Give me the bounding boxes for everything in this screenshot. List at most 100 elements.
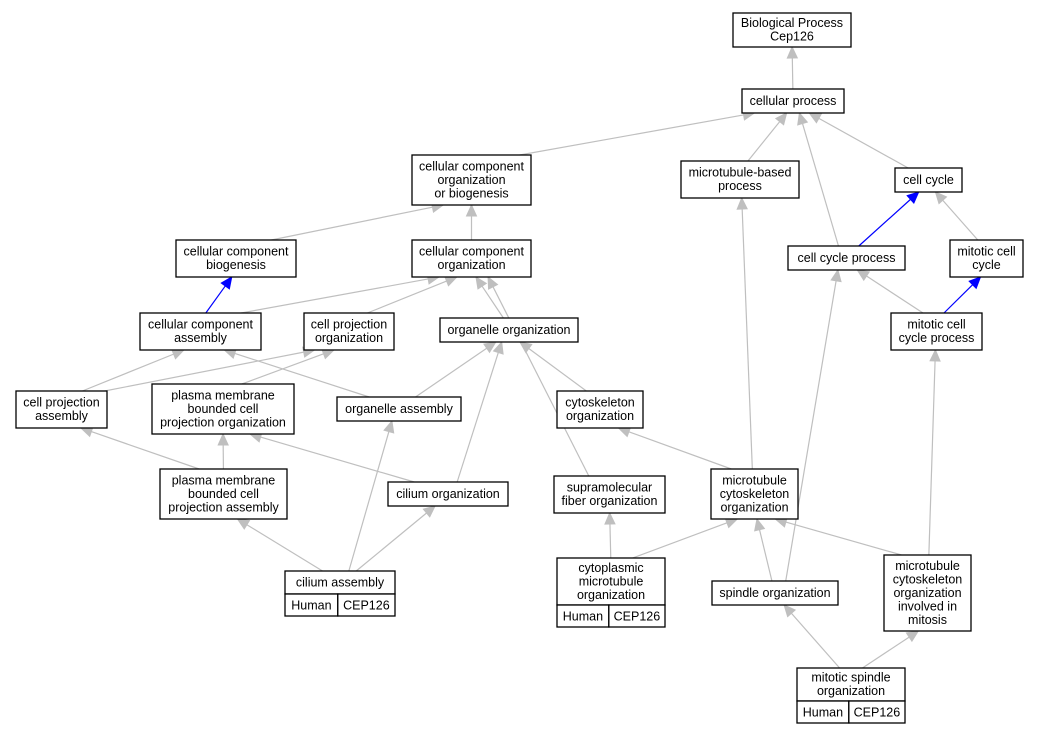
edge-oa-to-oo — [415, 341, 497, 398]
edge-cia-to-pmbcpa — [236, 518, 323, 572]
term-label-line: cilium organization — [396, 487, 500, 501]
term-node-cc[interactable]: cell cycle — [894, 167, 963, 193]
edge-arrowhead — [929, 348, 941, 362]
edge-cca-to-ccb — [205, 276, 233, 314]
term-label-line: assembly — [35, 409, 89, 423]
term-label-line: cell projection — [311, 318, 387, 332]
term-label-line: plasma membrane — [171, 388, 275, 402]
term-box — [139, 312, 262, 351]
edge-mtbp-to-cp — [747, 112, 788, 162]
term-node-cp[interactable]: cellular process — [741, 88, 845, 114]
term-box — [411, 154, 532, 206]
term-box — [15, 390, 108, 429]
gene-label: CEP126 — [614, 610, 661, 624]
edge-line — [785, 521, 902, 556]
term-box — [151, 383, 295, 435]
edge-arrowhead — [236, 518, 251, 530]
term-label-line: spindle organization — [719, 586, 830, 600]
edge-mcc-to-cc — [934, 191, 979, 241]
edge-line — [456, 352, 499, 483]
species-label: Human — [291, 599, 331, 613]
edge-arrowhead — [797, 111, 809, 126]
term-node-ccp[interactable]: cell cycle process — [787, 245, 906, 271]
edge-arrowhead — [217, 432, 229, 446]
edge-arrowhead — [604, 511, 616, 525]
term-node-mcoim[interactable]: microtubulecytoskeletonorganizationinvol… — [883, 554, 972, 632]
term-box — [710, 468, 799, 520]
edge-mtco-to-mtbp — [736, 196, 753, 470]
edge-mtco-to-cso — [617, 426, 732, 470]
edge-line — [415, 347, 488, 398]
edge-arrowhead — [830, 268, 842, 283]
term-box — [894, 167, 963, 193]
term-label-line: microtubule — [722, 473, 787, 487]
gene-cell — [337, 593, 396, 617]
edge-line — [785, 280, 837, 582]
edge-line — [791, 57, 794, 90]
edge-line — [528, 348, 587, 392]
term-label-line: cilium assembly — [296, 575, 385, 589]
term-box — [556, 390, 644, 429]
term-box — [787, 245, 906, 271]
edge-arrowhead — [487, 275, 499, 290]
term-label-line: plasma membrane — [172, 473, 276, 487]
term-label-line: projection organization — [160, 415, 286, 429]
term-box — [553, 475, 666, 514]
term-label-line: organization — [893, 586, 961, 600]
edge-line — [866, 275, 924, 314]
edge-mccp-to-mcc — [943, 276, 982, 314]
edge-arrowhead — [220, 276, 233, 290]
edge-cio-to-pmbcpo — [248, 431, 415, 483]
edge-arrowhead — [475, 275, 488, 290]
term-node-cio[interactable]: cilium organization — [387, 481, 509, 507]
edge-arrowhead — [774, 112, 788, 126]
edge-line — [355, 512, 427, 572]
edge-arrowhead — [465, 203, 478, 217]
term-box — [680, 160, 800, 199]
edge-line — [91, 431, 200, 470]
edge-oo-to-cco — [475, 275, 504, 319]
edge-arrowhead — [808, 112, 823, 124]
term-label-line: supramolecular — [567, 481, 652, 495]
edge-line — [943, 284, 974, 314]
edge-mso-to-so — [783, 604, 841, 669]
term-label-line: fiber organization — [562, 494, 658, 508]
term-box — [303, 312, 395, 351]
term-label-line: organization — [437, 173, 505, 187]
edge-so-to-mtco — [754, 517, 773, 582]
term-node-oa[interactable]: organelle assembly — [336, 396, 462, 422]
term-label-line: cellular component — [419, 159, 524, 173]
species-label: Human — [563, 610, 603, 624]
edge-line — [747, 121, 781, 162]
edge-cmo-to-mtco — [632, 517, 739, 559]
edge-line — [348, 431, 390, 572]
edge-cio-to-oo — [456, 340, 504, 483]
term-label-line: cycle process — [899, 331, 975, 345]
edge-arrowhead — [786, 45, 799, 59]
term-node-so[interactable]: spindle organization — [711, 580, 839, 606]
term-box — [175, 239, 297, 278]
edge-cia-to-cio — [355, 505, 436, 572]
term-node-oo[interactable]: organelle organization — [439, 317, 579, 343]
